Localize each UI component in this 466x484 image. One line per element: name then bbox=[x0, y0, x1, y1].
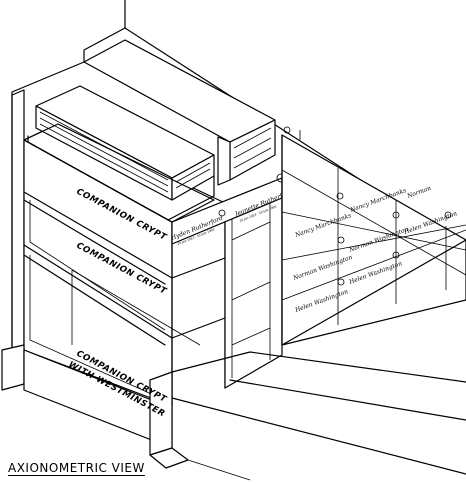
plate-rosette bbox=[337, 236, 345, 244]
view-title: AXIONOMETRIC VIEW bbox=[8, 461, 145, 475]
crypt-grid-wall bbox=[281, 130, 466, 346]
side-column bbox=[224, 177, 283, 389]
plate-rosette bbox=[283, 126, 291, 134]
plate-rosette bbox=[336, 192, 344, 200]
plate-rosette bbox=[218, 209, 226, 217]
plate-rosette bbox=[337, 278, 345, 286]
casket-large bbox=[23, 85, 215, 223]
casket-rear bbox=[83, 39, 276, 186]
grid-plate: Norman bbox=[405, 185, 432, 200]
plate-rosette bbox=[392, 211, 400, 219]
plate-rosette bbox=[444, 211, 452, 219]
base-floor bbox=[1, 344, 466, 481]
plate-rosette bbox=[392, 251, 400, 259]
unit-side-wall bbox=[11, 89, 25, 377]
